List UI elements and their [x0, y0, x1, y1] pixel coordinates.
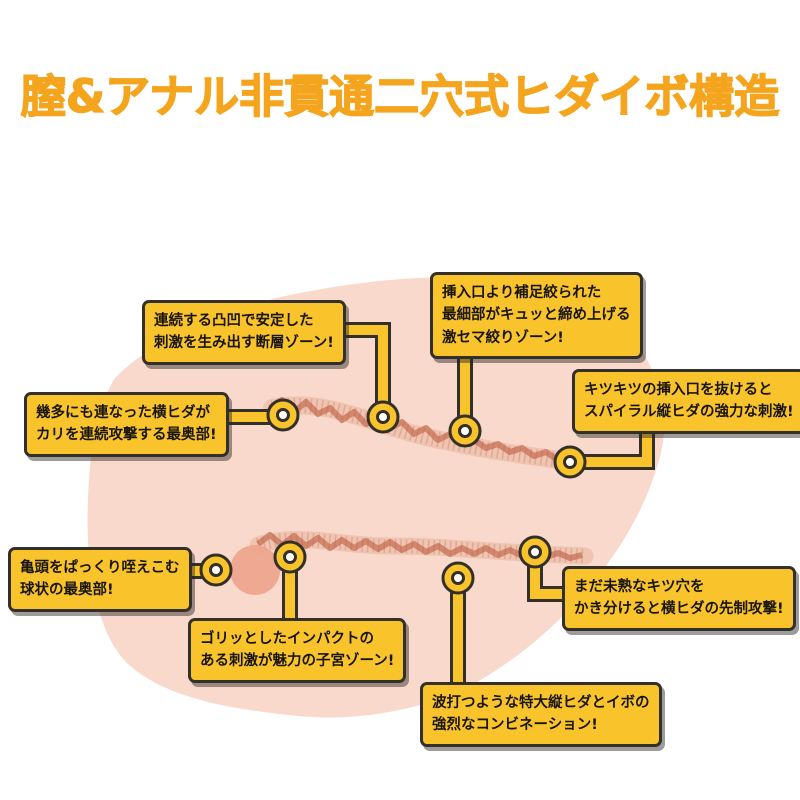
callout-deepest-folds: 幾多にも連なった横ヒダが カリを連続攻撃する最奥部!: [24, 392, 229, 457]
callout-uterus-zone: ゴリッとしたインパクトの ある刺激が魅力の子宮ゾーン!: [188, 618, 407, 683]
marker-ring: [366, 400, 400, 434]
callout-line: 亀頭をぱっくり咥えこむ: [20, 560, 180, 576]
callout-line: 最細部がキュッと締め上げる: [442, 307, 631, 324]
callout-line: ある刺激が魅力の子宮ゾーン!: [200, 653, 395, 670]
vaginal-tunnel: [268, 397, 571, 465]
callout-line: 球状の最奥部!: [20, 582, 114, 599]
callout-line: 幾多にも連なった横ヒダが: [36, 405, 210, 421]
callout-line: 激セマ絞りゾーン!: [442, 329, 564, 346]
callout-ball-deepest: 亀頭をぱっくり咥えこむ 球状の最奥部!: [8, 547, 192, 612]
connector-rings: [199, 398, 587, 595]
callout-line: 波打つような特大縦ヒダとイボの: [432, 695, 650, 711]
marker-ring: [553, 445, 587, 479]
callout-line: キツキツの挿入口を抜けると: [584, 382, 773, 398]
callout-spiral-folds: キツキツの挿入口を抜けると スパイラル縦ヒダの強力な刺激!: [572, 369, 800, 434]
page-title: 膣&アナル非貫通二穴式ヒダイボ構造: [20, 69, 780, 123]
callout-line: かき分けると横ヒダの先制攻撃!: [574, 601, 784, 618]
callout-squeeze-zone: 挿入口より補足絞られた 最細部がキュッと締め上げる 激セマ絞りゾーン!: [430, 272, 643, 360]
callout-line: 挿入口より補足絞られた: [442, 285, 602, 301]
callout-line: 強烈なコンビネーション!: [432, 717, 598, 734]
callout-line: まだ未熟なキツ穴を: [574, 579, 705, 595]
callout-line: スパイラル縦ヒダの強力な刺激!: [584, 404, 794, 421]
callout-line: 連続する凸凹で安定した: [154, 313, 314, 329]
cross-section-body: [87, 276, 665, 718]
ball-deepest-spot: [230, 545, 280, 595]
callout-combo-zone: 波打つような特大縦ヒダとイボの 強烈なコンビネーション!: [420, 682, 662, 747]
marker-ring: [199, 553, 233, 587]
marker-ring: [273, 540, 307, 574]
marker-ring: [448, 414, 482, 448]
callout-tight-hole: まだ未熟なキツ穴を かき分けると横ヒダの先制攻撃!: [562, 566, 796, 631]
callout-fault-zone: 連続する凸凹で安定した 刺激を生み出す断層ゾーン!: [142, 300, 346, 365]
callout-line: カリを連続攻撃する最奥部!: [36, 427, 217, 444]
marker-ring: [441, 561, 475, 595]
callout-line: ゴリッとしたインパクトの: [200, 631, 374, 647]
marker-ring: [518, 535, 552, 569]
callout-line: 刺激を生み出す断層ゾーン!: [154, 335, 334, 352]
marker-ring: [266, 398, 300, 432]
